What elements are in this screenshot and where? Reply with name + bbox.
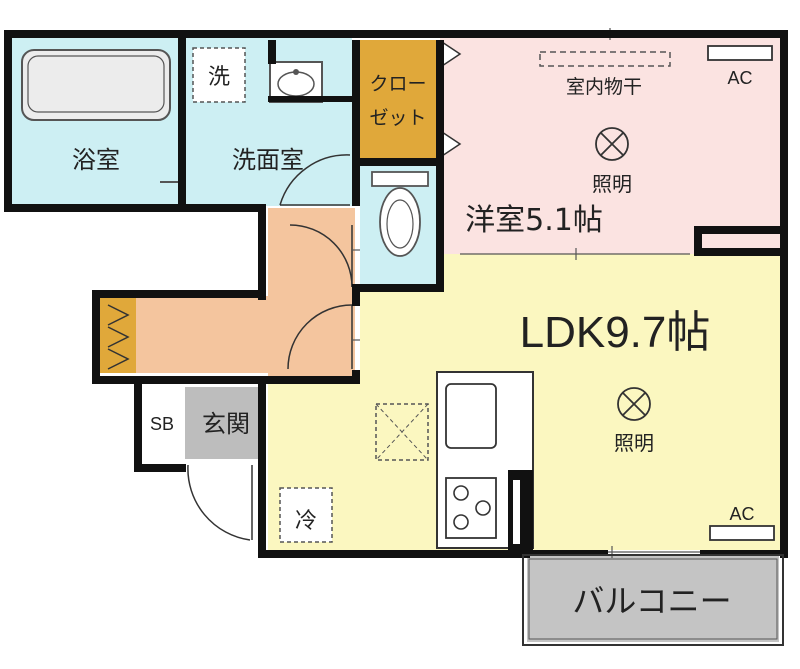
- bathtub-inner: [27, 55, 165, 113]
- storage-box-icon: [375, 403, 429, 461]
- shoe-storage-hatch: [107, 304, 130, 370]
- hallway-area: [100, 208, 355, 380]
- label-shoe-box: SB: [150, 414, 174, 434]
- fridge-space: [279, 487, 333, 543]
- label-washroom: 洗面室: [232, 146, 304, 174]
- hall-door-lower-icon: [287, 304, 353, 370]
- balcony-inner-outline: [528, 558, 778, 640]
- light-western-icon: [595, 127, 629, 161]
- label-closet-line1: クロー: [369, 73, 426, 95]
- label-closet-line2: ゼット: [369, 107, 426, 129]
- entrance-door-icon: [187, 464, 253, 541]
- shoe-storage-area: [100, 296, 136, 373]
- toilet-tank: [371, 171, 429, 187]
- entrance-area: [185, 387, 265, 459]
- closet-area: [360, 40, 440, 160]
- label-light-ldk: 照明: [614, 431, 654, 455]
- label-drying: 室内物干: [566, 76, 642, 98]
- bathtub: [21, 49, 171, 121]
- label-entrance: 玄関: [202, 410, 250, 438]
- label-light-western: 照明: [592, 172, 632, 196]
- toilet-seat: [386, 199, 414, 249]
- stove-burner-1: [453, 485, 469, 501]
- hall-door-upper-icon: [289, 224, 353, 288]
- light-ldk-icon: [617, 387, 651, 421]
- label-western-room: 洋室5.1帖: [465, 203, 603, 238]
- kitchen-sink: [445, 383, 497, 449]
- stove-burner-2: [475, 500, 491, 516]
- toilet-bowl: [379, 187, 421, 257]
- label-ac-western: AC: [727, 68, 752, 88]
- shoe-box-area: [140, 387, 185, 459]
- label-balcony: バルコニー: [572, 582, 731, 620]
- label-washer: 洗: [208, 65, 230, 90]
- walls: [4, 30, 788, 558]
- stove-burner-3: [453, 514, 469, 530]
- drying-rack: [539, 51, 671, 67]
- kitchen-stove: [445, 477, 497, 539]
- label-ac-ldk: AC: [729, 504, 754, 524]
- balcony-area: [527, 555, 779, 642]
- label-fridge: 冷: [295, 509, 317, 534]
- label-bath: 浴室: [72, 146, 120, 174]
- wash-basin-tap: [293, 69, 299, 75]
- label-ldk: LDK9.7帖: [520, 308, 711, 357]
- washer-pan: [192, 47, 246, 103]
- balcony-outline: [522, 554, 784, 646]
- washroom-door-icon: [279, 154, 351, 206]
- ac-unit-ldk: [709, 525, 775, 541]
- ac-unit-western: [707, 45, 773, 61]
